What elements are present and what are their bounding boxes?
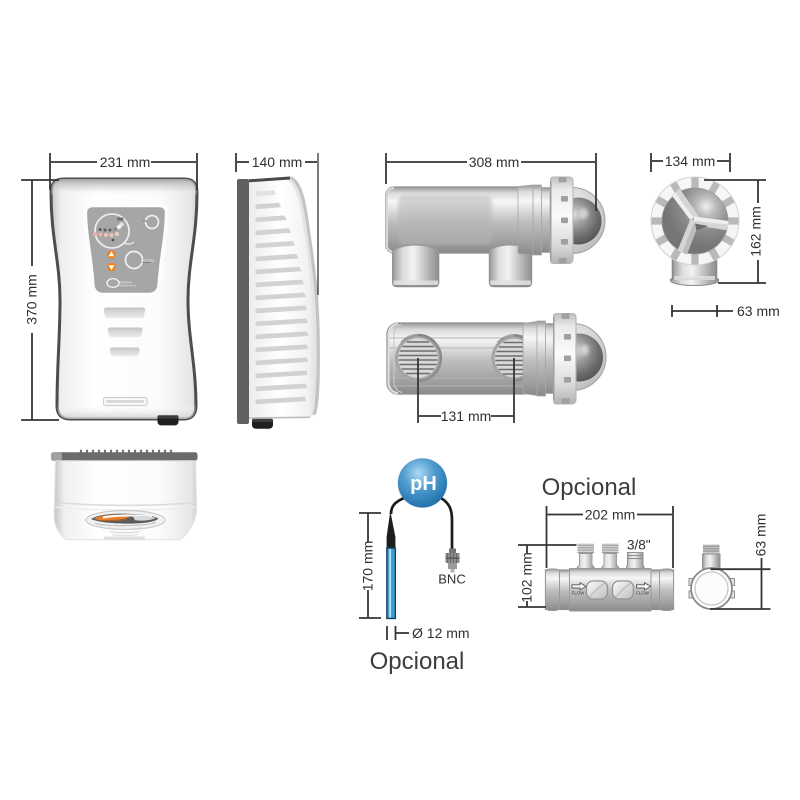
svg-text:170 mm: 170 mm bbox=[360, 541, 376, 592]
svg-text:63 mm: 63 mm bbox=[753, 514, 769, 557]
svg-text:231 mm: 231 mm bbox=[100, 154, 151, 170]
svg-text:134 mm: 134 mm bbox=[665, 153, 716, 169]
svg-text:162 mm: 162 mm bbox=[748, 206, 764, 257]
svg-text:370 mm: 370 mm bbox=[24, 274, 40, 325]
svg-text:63 mm: 63 mm bbox=[737, 303, 780, 319]
svg-text:blupool: blupool bbox=[120, 281, 132, 285]
svg-text:dosing: dosing bbox=[144, 259, 154, 263]
svg-text:pH: pH bbox=[410, 473, 437, 495]
svg-text:FLOW: FLOW bbox=[636, 591, 650, 596]
svg-text:FLOW: FLOW bbox=[572, 591, 586, 596]
svg-text:BNC: BNC bbox=[438, 572, 465, 587]
svg-text:140 mm: 140 mm bbox=[252, 154, 303, 170]
svg-text:3/8": 3/8" bbox=[627, 538, 651, 553]
svg-text:308 mm: 308 mm bbox=[469, 154, 520, 170]
svg-text:102 mm: 102 mm bbox=[519, 552, 535, 603]
svg-text:131 mm: 131 mm bbox=[441, 408, 492, 424]
svg-text:Ø 12 mm: Ø 12 mm bbox=[412, 625, 470, 641]
svg-text:Opcional: Opcional bbox=[370, 648, 465, 675]
svg-text:202 mm: 202 mm bbox=[585, 507, 636, 523]
svg-text:Opcional: Opcional bbox=[542, 474, 637, 501]
